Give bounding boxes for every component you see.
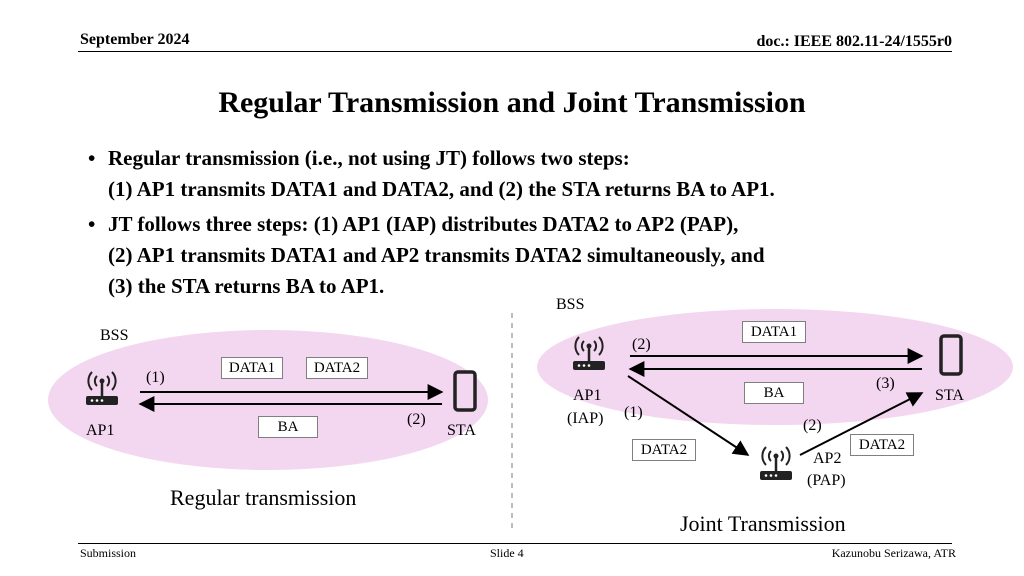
- left-ba-box: BA: [258, 416, 318, 438]
- left-data1-box: DATA1: [221, 357, 283, 379]
- right-data2-box-pap: DATA2: [850, 434, 914, 456]
- left-sta-label: STA: [447, 422, 476, 439]
- footer-submission: Submission: [80, 546, 137, 560]
- left-caption: Regular transmission: [170, 485, 357, 510]
- right-ba-box: BA: [744, 382, 804, 404]
- left-step-1: (1): [146, 369, 165, 386]
- right-bss-label: BSS: [556, 296, 585, 313]
- arrow-ap1-to-ap2: [627, 375, 750, 456]
- footer-rule: [78, 543, 952, 544]
- right-step-2-bottom: (2): [803, 417, 822, 434]
- right-data2-box-iap: DATA2: [632, 439, 696, 461]
- left-bss-label: BSS: [100, 327, 129, 344]
- left-ap1-label: AP1: [86, 422, 115, 439]
- right-caption: Joint Transmission: [680, 511, 846, 536]
- left-data2-box: DATA2: [306, 357, 368, 379]
- right-iap-label: (IAP): [567, 410, 604, 427]
- header-rule: [78, 51, 952, 52]
- bullet-2-line-3: (3) the STA returns BA to AP1.: [108, 274, 385, 298]
- right-step-1: (1): [624, 404, 643, 421]
- left-step-2: (2): [407, 411, 426, 428]
- bullet-marker-1: •: [88, 146, 96, 170]
- bullet-2-line-1: JT follows three steps: (1) AP1 (IAP) di…: [108, 212, 739, 236]
- ap-icon: [758, 445, 794, 482]
- bss-area-left: [48, 330, 488, 470]
- slide-title: Regular Transmission and Joint Transmiss…: [218, 86, 806, 119]
- footer-author: Kazunobu Serizawa, ATR: [831, 546, 956, 560]
- right-sta-label: STA: [935, 387, 964, 404]
- header-date: September 2024: [80, 31, 190, 48]
- bullet-marker-2: •: [88, 212, 96, 236]
- right-step-3: (3): [876, 375, 895, 392]
- right-pap-label: (PAP): [807, 472, 846, 489]
- right-step-2-top: (2): [632, 336, 651, 353]
- bullet-1-line-1: Regular transmission (i.e., not using JT…: [108, 146, 630, 170]
- bullet-1-line-2: (1) AP1 transmits DATA1 and DATA2, and (…: [108, 177, 775, 201]
- right-ap2-label: AP2: [813, 450, 842, 467]
- footer-slide-number: Slide 4: [490, 546, 524, 560]
- bss-area-right: [537, 309, 1013, 425]
- bullet-2-line-2: (2) AP1 transmits DATA1 and AP2 transmit…: [108, 243, 765, 267]
- header-doc-id: doc.: IEEE 802.11-24/1555r0: [756, 33, 952, 50]
- right-ap1-label: AP1: [573, 387, 602, 404]
- right-data1-box: DATA1: [742, 321, 806, 343]
- arrow-ap2-to-sta: [799, 392, 924, 456]
